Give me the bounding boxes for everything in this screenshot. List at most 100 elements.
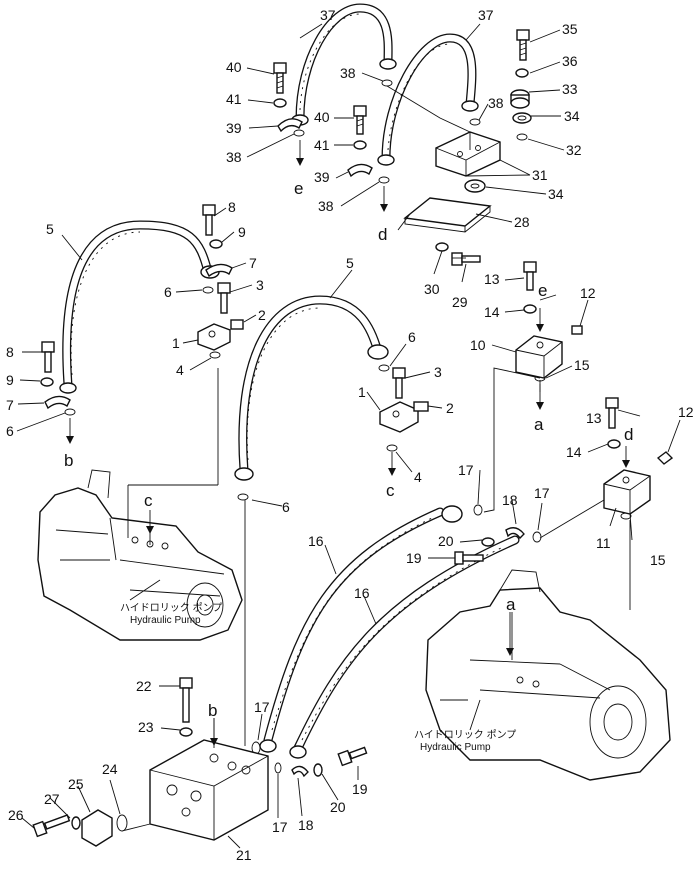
ref-letter-a: a xyxy=(534,415,544,434)
bracket-31 xyxy=(435,131,501,177)
hose-5-left xyxy=(59,220,220,394)
callout-20: 20 xyxy=(330,799,346,815)
hose-16-upper xyxy=(259,505,463,753)
ref-letter-e: e xyxy=(538,281,547,300)
callout-37: 37 xyxy=(478,7,494,23)
callout-2: 2 xyxy=(258,307,266,323)
callout-15: 15 xyxy=(650,552,666,568)
hose-37-left xyxy=(291,3,397,126)
callout-8: 8 xyxy=(228,199,236,215)
callout-7: 7 xyxy=(249,255,257,271)
callout-38: 38 xyxy=(340,65,356,81)
callout-23: 23 xyxy=(138,719,154,735)
callout-numbers: 40 41 39 38 40 41 39 38 38 38 37 37 35 3… xyxy=(6,7,694,863)
ref-letter-b: b xyxy=(208,701,217,720)
callout-22: 22 xyxy=(136,678,152,694)
pump-label-jp-right: ハイドロリック ポンプ xyxy=(414,729,516,741)
callout-2: 2 xyxy=(446,400,454,416)
callout-17: 17 xyxy=(534,485,550,501)
bolt-22 xyxy=(179,677,193,723)
callout-34: 34 xyxy=(548,186,564,202)
ref-letter-d: d xyxy=(378,225,387,244)
block-11 xyxy=(603,451,674,515)
callout-16: 16 xyxy=(354,585,370,601)
callout-9: 9 xyxy=(6,372,14,388)
callout-14: 14 xyxy=(484,304,500,320)
callout-6: 6 xyxy=(282,499,290,515)
callout-27: 27 xyxy=(44,791,60,807)
bolt-8-upper xyxy=(202,204,216,236)
spacer-34-upper xyxy=(512,112,532,124)
callout-30: 30 xyxy=(424,281,440,297)
callout-13: 13 xyxy=(586,410,602,426)
ref-letter-d: d xyxy=(624,425,633,444)
callout-9: 9 xyxy=(238,224,246,240)
callout-19: 19 xyxy=(406,550,422,566)
callout-6: 6 xyxy=(408,329,416,345)
callout-19: 19 xyxy=(352,781,368,797)
callout-40: 40 xyxy=(314,109,330,125)
callout-17: 17 xyxy=(254,699,270,715)
bolt-40-right xyxy=(353,105,367,135)
callout-16: 16 xyxy=(308,533,324,549)
callout-38: 38 xyxy=(488,95,504,111)
bolt-13-lower xyxy=(605,397,619,429)
callout-7: 7 xyxy=(6,397,14,413)
callout-3: 3 xyxy=(256,277,264,293)
callout-39: 39 xyxy=(226,120,242,136)
callout-4: 4 xyxy=(414,469,422,485)
callout-35: 35 xyxy=(562,21,578,37)
plate-28 xyxy=(397,197,492,233)
callout-31: 31 xyxy=(532,167,548,183)
washers-and-orings xyxy=(40,68,632,832)
callout-20: 20 xyxy=(438,533,454,549)
callout-4: 4 xyxy=(176,362,184,378)
callout-39: 39 xyxy=(314,169,330,185)
callout-6: 6 xyxy=(6,423,14,439)
callout-29: 29 xyxy=(452,294,468,310)
callout-21: 21 xyxy=(236,847,252,863)
pump-label-en-left: Hydraulic Pump xyxy=(130,615,201,626)
callout-3: 3 xyxy=(434,364,442,380)
leader-lines xyxy=(16,23,681,849)
bolt-19-lower xyxy=(337,746,368,767)
bolt-35 xyxy=(516,29,530,61)
callout-18: 18 xyxy=(298,817,314,833)
callout-15: 15 xyxy=(574,357,590,373)
manifold-21 xyxy=(149,739,269,841)
pump-label-jp-left: ハイドロリック ポンプ xyxy=(120,602,222,614)
callout-38: 38 xyxy=(226,149,242,165)
callout-17: 17 xyxy=(458,462,474,478)
bolt-26 xyxy=(32,814,71,838)
hose-5-center xyxy=(234,295,389,481)
callout-10: 10 xyxy=(470,337,486,353)
callout-18: 18 xyxy=(502,492,518,508)
reference-letters: e d b c a e d c a b xyxy=(64,179,633,720)
block-1-upper xyxy=(197,319,244,351)
reference-arrows xyxy=(66,140,630,746)
pump-label-en-right: Hydraulic Pump xyxy=(420,742,491,753)
spacer-34-lower xyxy=(464,179,486,193)
callout-33: 33 xyxy=(562,81,578,97)
callout-1: 1 xyxy=(172,335,180,351)
callout-41: 41 xyxy=(314,137,330,153)
callout-41: 41 xyxy=(226,91,242,107)
hose-37-right xyxy=(377,33,479,166)
callout-6: 6 xyxy=(164,284,172,300)
callout-38: 38 xyxy=(318,198,334,214)
callout-40: 40 xyxy=(226,59,242,75)
ref-letter-c: c xyxy=(144,491,153,510)
callout-32: 32 xyxy=(566,142,582,158)
bolt-40-left xyxy=(273,62,287,94)
cover-25 xyxy=(81,809,113,847)
hydraulic-pump-right xyxy=(425,569,671,781)
hydraulic-pump-left xyxy=(37,469,243,641)
block-10 xyxy=(515,325,583,379)
callout-1: 1 xyxy=(358,384,366,400)
bolt-8-left xyxy=(41,341,55,373)
ref-letter-a: a xyxy=(506,595,516,614)
callout-12: 12 xyxy=(580,285,596,301)
callout-5: 5 xyxy=(346,255,354,271)
spacer-33 xyxy=(510,89,530,109)
